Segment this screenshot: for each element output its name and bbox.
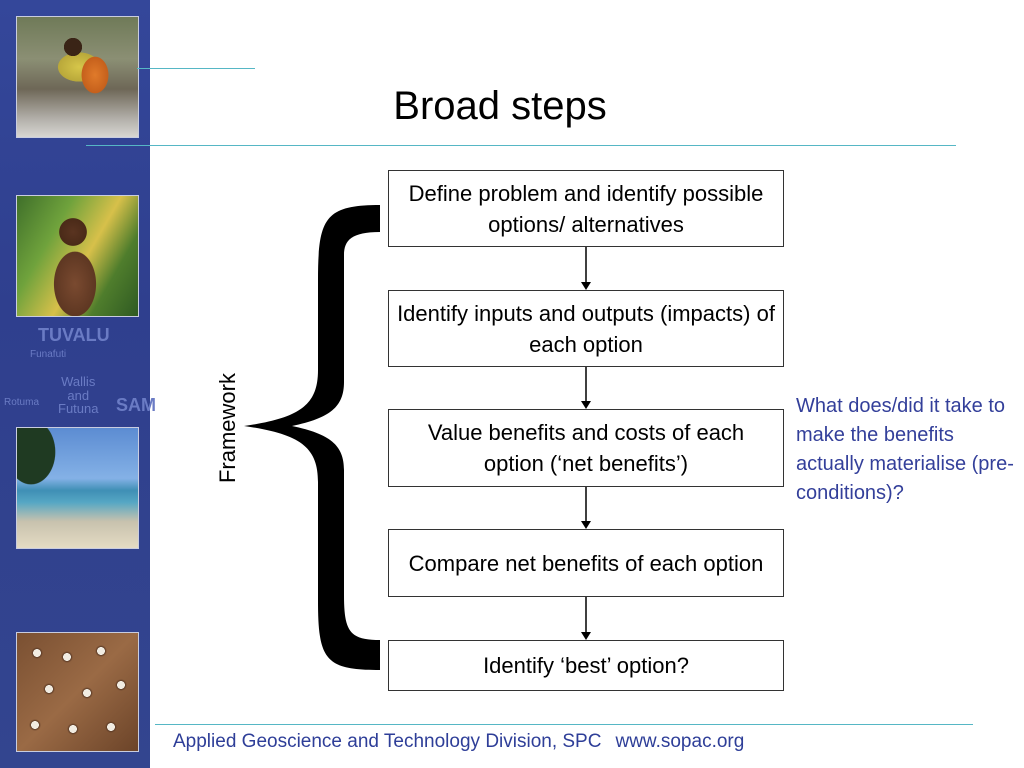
framework-label: Framework [215, 373, 240, 484]
flow-arrows [581, 247, 591, 640]
top-short-rule [137, 68, 255, 69]
woman-working-photo [16, 16, 139, 138]
step-text-2: Identify inputs and outputs (impacts) of… [397, 300, 775, 357]
map-label-rotuma: Rotuma [4, 397, 40, 408]
footer-org: Applied Geoscience and Technology Divisi… [173, 731, 602, 752]
pre-conditions-note: What does/did it take to make the benefi… [796, 395, 1014, 504]
step-box-3: Value benefits and costs of each option … [388, 409, 784, 487]
step-box-1: Define problem and identify possible opt… [388, 170, 784, 247]
curly-brace [244, 205, 380, 670]
footer-rule [155, 724, 973, 725]
map-label-sam: SAM [116, 395, 156, 415]
step-text-4: Compare net benefits of each option [408, 550, 764, 576]
step-box-5: Identify ‘best’ option? [388, 640, 784, 691]
footer: Applied Geoscience and Technology Divisi… [173, 731, 744, 753]
step-box-2: Identify inputs and outputs (impacts) of… [388, 290, 784, 367]
sidebar-panel: TUVALU Funafuti Rotuma Wallis and Futuna… [0, 0, 156, 768]
map-label-funafuti: Funafuti [30, 349, 67, 360]
map-label-wallis: Wallis and Futuna [58, 374, 99, 417]
man-with-palms-photo [16, 195, 139, 317]
beach-photo [16, 427, 139, 549]
arrowhead-3-4 [581, 521, 591, 529]
step-text-3: Value benefits and costs of each option … [427, 420, 745, 476]
title-underline-rule [86, 145, 956, 146]
step-box-4: Compare net benefits of each option [388, 529, 784, 597]
step-text-5: Identify ‘best’ option? [483, 653, 689, 678]
copra-drying-photo [16, 632, 139, 752]
arrowhead-1-2 [581, 282, 591, 290]
slide-title: Broad steps [393, 84, 607, 128]
footer-url-link[interactable]: www.sopac.org [615, 731, 745, 752]
step-text-1: Define problem and identify possible opt… [408, 180, 764, 237]
map-label-tuvalu: TUVALU [38, 325, 110, 345]
arrowhead-2-3 [581, 401, 591, 409]
arrowhead-4-5 [581, 632, 591, 640]
